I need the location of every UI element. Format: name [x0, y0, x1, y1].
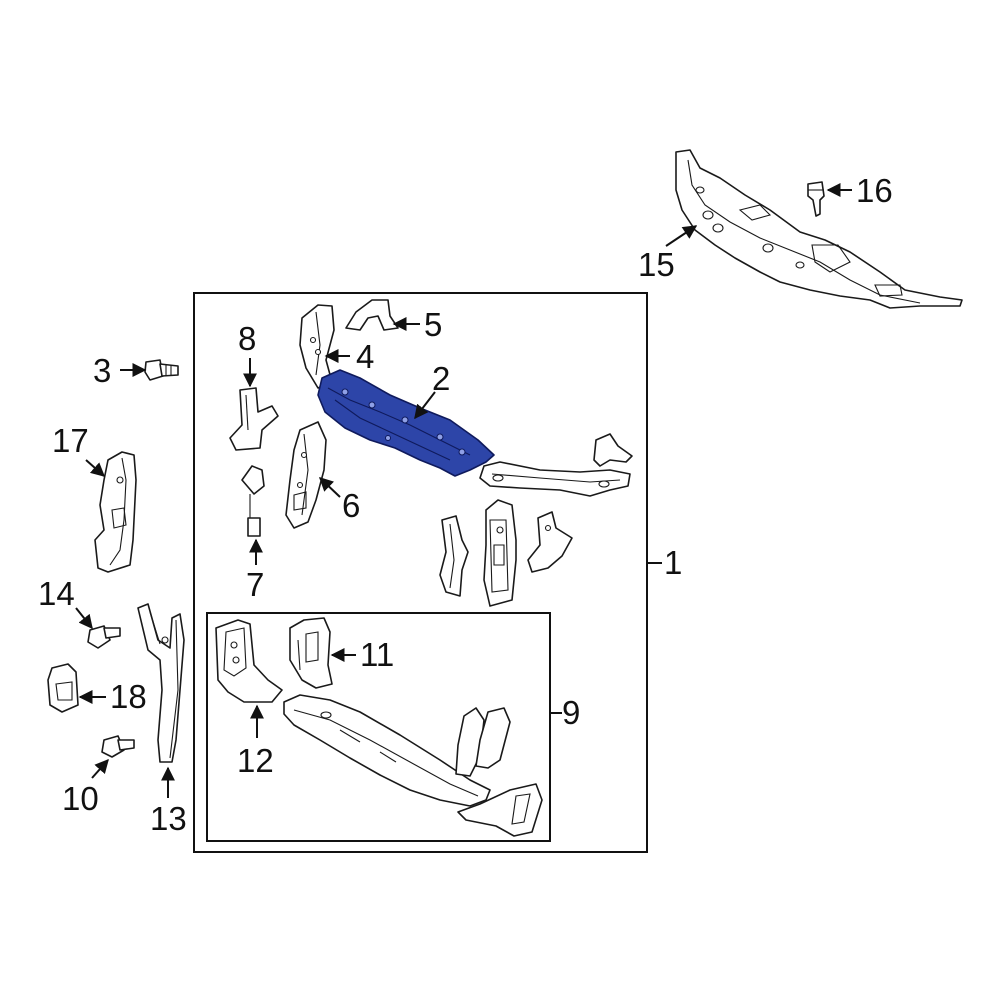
- callout-14: 14: [38, 575, 75, 612]
- leader-14: [75, 607, 93, 630]
- part-6-support[interactable]: [285, 421, 327, 529]
- callout-9: 9: [562, 694, 580, 731]
- leader-10: [91, 758, 109, 779]
- callout-15: 15: [638, 246, 675, 283]
- part-4-bracket[interactable]: [299, 304, 335, 389]
- lower-tie-bar[interactable]: [283, 694, 491, 807]
- callout-16: 16: [856, 172, 893, 209]
- leader-6: [318, 477, 341, 498]
- leader-17: [85, 459, 106, 477]
- small-right-bracket[interactable]: [593, 433, 633, 467]
- callout-10: 10: [62, 780, 99, 817]
- callout-7: 7: [246, 566, 264, 603]
- part-14-bolt[interactable]: [87, 625, 121, 649]
- part-7-latch[interactable]: [241, 465, 265, 537]
- part-13-support[interactable]: [137, 603, 185, 763]
- leader-15: [665, 225, 698, 247]
- part-8-bracket[interactable]: [229, 387, 279, 451]
- lower-center-support[interactable]: [483, 499, 517, 607]
- part-2-tie-bar[interactable]: [317, 369, 495, 477]
- leader-2: [414, 391, 436, 420]
- callout-5: 5: [424, 306, 442, 343]
- part-15-cover[interactable]: [675, 149, 963, 309]
- callout-18: 18: [110, 678, 147, 715]
- part-10-bolt[interactable]: [101, 735, 135, 758]
- upper-side-arm[interactable]: [479, 461, 631, 497]
- callout-11: 11: [360, 636, 394, 673]
- part-5-bracket[interactable]: [345, 299, 399, 331]
- part-16-clip[interactable]: [807, 181, 825, 217]
- callout-3: 3: [93, 352, 111, 389]
- part-17-bracket[interactable]: [94, 451, 137, 573]
- callout-8: 8: [238, 320, 256, 357]
- part-18-nut[interactable]: [47, 663, 79, 713]
- part-11-bracket[interactable]: [289, 617, 333, 689]
- callout-2: 2: [432, 360, 450, 397]
- callout-4: 4: [356, 338, 374, 375]
- callout-17: 17: [52, 422, 89, 459]
- lower-right-pieces[interactable]: [455, 707, 543, 837]
- callout-1: 1: [664, 544, 682, 581]
- assembly-1-frame: [193, 292, 648, 853]
- callout-6: 6: [342, 487, 360, 524]
- lower-left-bracket[interactable]: [439, 515, 469, 597]
- callout-12: 12: [237, 742, 274, 779]
- assembly-9-frame: [206, 612, 551, 842]
- part-3-bolt[interactable]: [144, 359, 179, 381]
- lower-right-bracket[interactable]: [527, 511, 573, 573]
- part-12-bracket[interactable]: [215, 619, 283, 703]
- callout-13: 13: [150, 800, 187, 837]
